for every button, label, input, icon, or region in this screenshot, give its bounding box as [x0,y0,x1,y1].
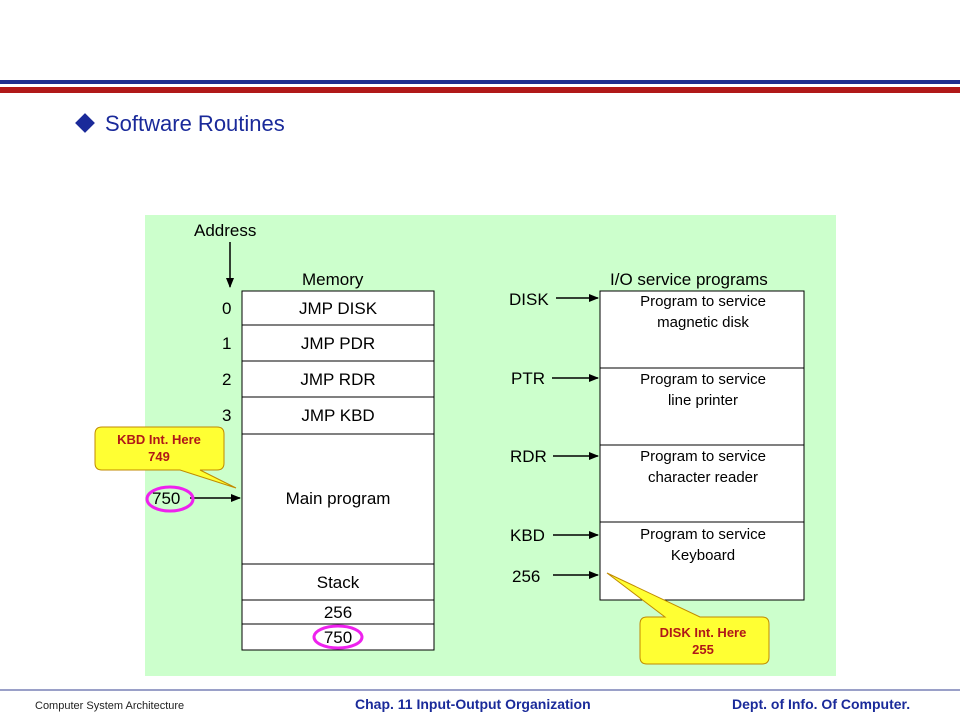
memory-text-main-program: Main program [286,489,391,508]
address-2: 2 [222,370,231,389]
io-input-kbd: KBD [510,526,545,545]
memory-text-256: 256 [324,603,352,622]
memory-text-750: 750 [324,628,352,647]
memory-cell-1 [241,324,435,362]
footer-rule [0,689,960,691]
address-3: 3 [222,406,231,425]
service-text-reader-2: character reader [648,469,758,486]
header-rule-blue [0,80,960,84]
io-input-disk: DISK [509,290,549,309]
service-text-printer-2: line printer [668,392,738,409]
slide-heading: Software Routines [105,111,285,136]
memory-label: Memory [302,270,364,289]
service-text-disk-1: Program to service [640,293,766,310]
memory-cell-750 [241,623,435,651]
callout-disk: DISK Int. Here 255 [606,572,770,665]
service-text-keyboard-2: Keyboard [671,547,735,564]
callout-kbd-line2: 749 [148,449,170,464]
callout-kbd-line1: KBD Int. Here [117,432,201,447]
memory-cell-2 [241,360,435,398]
service-box-reader [599,444,805,523]
highlight-circle-750-stack [312,624,364,650]
memory-cell-0 [241,290,435,326]
io-input-256: 256 [512,567,540,586]
service-text-disk-2: magnetic disk [657,314,749,331]
header-rule-red [0,87,960,93]
pointer-750: 750 [152,489,180,508]
service-text-keyboard-1: Program to service [640,526,766,543]
memory-text-jmp-kbd: JMP KBD [301,406,374,425]
highlight-circle-750-pointer [145,485,195,513]
memory-text-jmp-pdr: JMP PDR [301,334,375,353]
memory-text-jmp-disk: JMP DISK [299,299,378,318]
service-text-reader-1: Program to service [640,448,766,465]
io-input-ptr: PTR [511,369,545,388]
footer-dept: Dept. of Info. Of Computer. [732,696,911,712]
callout-disk-line1: DISK Int. Here [660,625,747,640]
address-0: 0 [222,299,231,318]
footer-course: Computer System Architecture [35,700,185,712]
callout-kbd: KBD Int. Here 749 [94,426,237,489]
service-box-disk [599,290,805,369]
service-text-printer-1: Program to service [640,371,766,388]
memory-column: JMP DISK JMP PDR JMP RDR JMP KBD Main pr… [241,290,435,651]
memory-cell-3 [241,396,435,435]
memory-text-jmp-rdr: JMP RDR [300,370,375,389]
memory-cell-main [241,433,435,565]
service-box-printer [599,367,805,446]
callout-disk-line2: 255 [692,642,714,657]
io-input-rdr: RDR [510,447,547,466]
address-1: 1 [222,334,231,353]
service-column: Program to service magnetic disk Program… [599,290,805,601]
memory-text-stack: Stack [317,573,360,592]
address-label: Address [194,221,256,240]
footer-chapter: Chap. 11 Input-Output Organization [355,696,591,712]
io-label: I/O service programs [610,270,768,289]
